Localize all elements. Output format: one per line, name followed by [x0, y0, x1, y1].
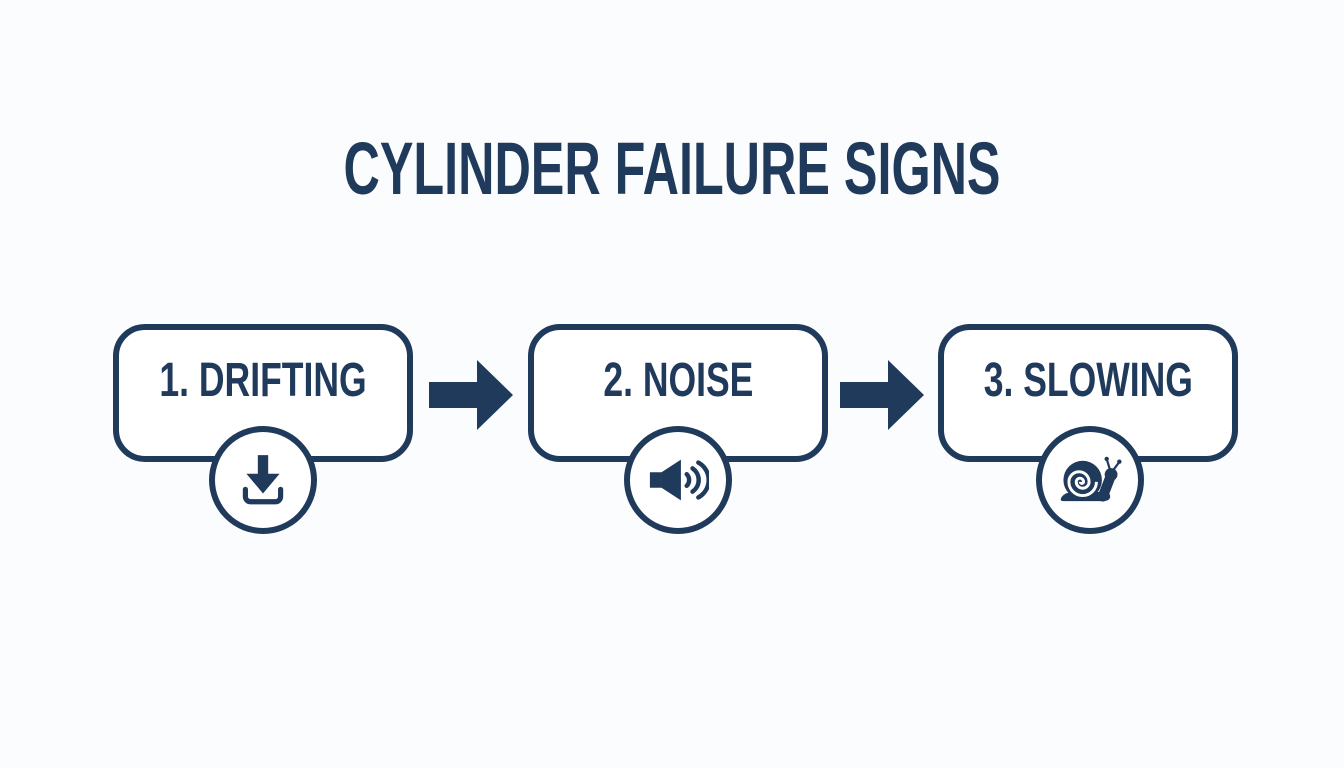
step-label-slowing: 3. SLOWING	[983, 353, 1193, 407]
download-icon	[242, 455, 284, 505]
noise-icon-badge	[624, 426, 732, 534]
step-label-drifting: 1. DRIFTING	[159, 353, 367, 407]
arrow-right-glyph	[840, 360, 924, 430]
snail-icon	[1060, 456, 1122, 502]
arrow-right-icon	[840, 358, 926, 432]
arrow-right-icon	[429, 358, 515, 432]
page-title: CYLINDER FAILURE SIGNS	[343, 127, 1001, 210]
drifting-icon-badge	[209, 426, 317, 534]
arrow-right-glyph	[429, 360, 513, 430]
speaker-icon	[649, 459, 709, 501]
slowing-icon-badge	[1036, 426, 1144, 534]
step-label-noise: 2. NOISE	[602, 353, 754, 407]
